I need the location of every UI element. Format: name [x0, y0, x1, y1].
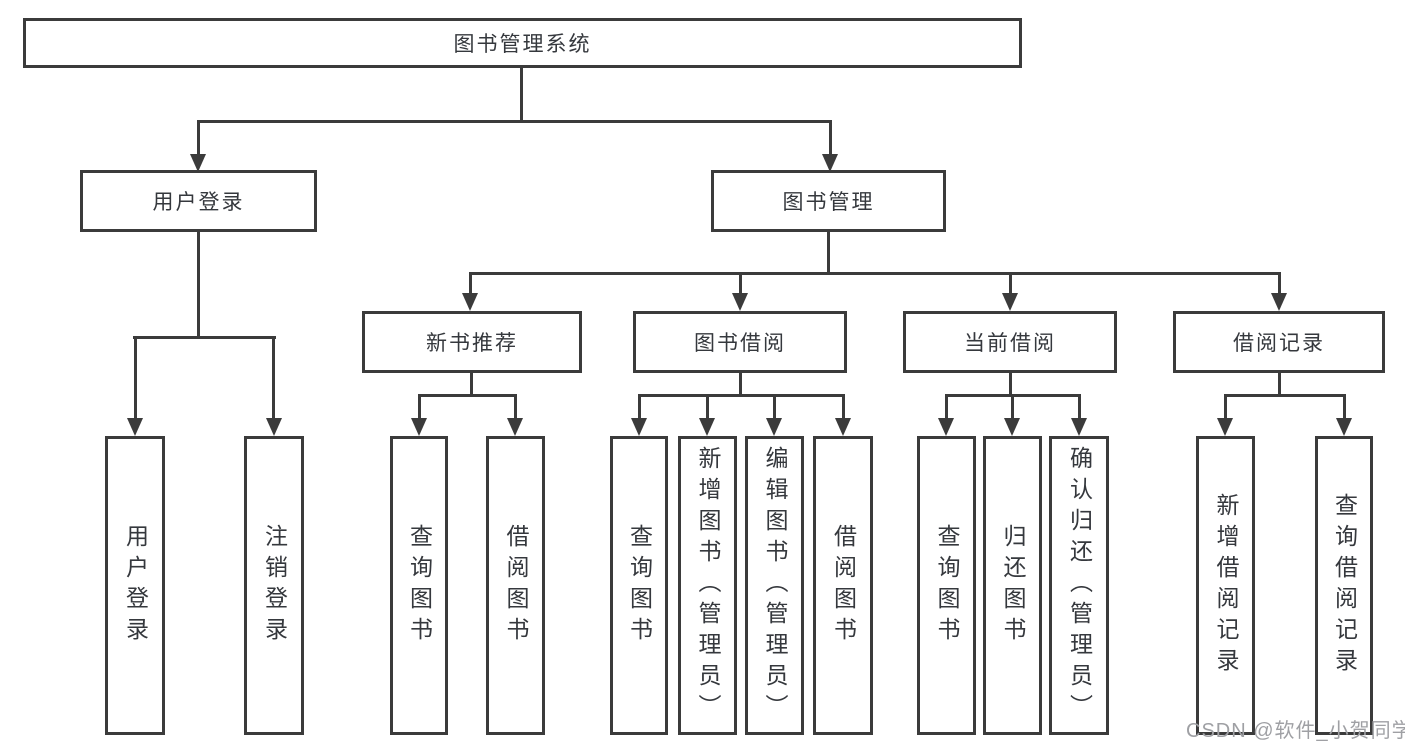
arrowhead-down-icon: [1071, 418, 1087, 436]
connector-line-v: [470, 373, 473, 397]
leaf-label: 查询图书: [626, 523, 653, 648]
connector-line-v: [1078, 394, 1081, 420]
node-new-book-recommend: 新书推荐: [362, 311, 582, 373]
connector-line-v: [272, 336, 275, 420]
node-new-book-recommend-label: 新书推荐: [426, 332, 518, 355]
leaf-records-query-record: 查询借阅记录: [1315, 436, 1373, 735]
connector-line-v: [197, 120, 200, 156]
connector-line-v: [1011, 394, 1014, 420]
node-borrow-records-label: 借阅记录: [1233, 332, 1325, 355]
connector-line-h: [1224, 394, 1345, 397]
leaf-label: 借阅图书: [503, 523, 529, 648]
connector-line-v: [1278, 272, 1281, 295]
leaf-current-return-books: 归还图书: [983, 436, 1042, 735]
leaf-label: 查询图书: [934, 523, 960, 648]
leaf-label: 查询图书: [406, 523, 433, 648]
arrowhead-down-icon: [190, 154, 206, 172]
arrowhead-down-icon: [822, 154, 838, 172]
node-current-borrow: 当前借阅: [903, 311, 1117, 373]
arrowhead-down-icon: [732, 293, 748, 311]
connector-line-h: [197, 120, 832, 123]
connector-line-v: [418, 394, 421, 420]
leaf-label: 归还图书: [1000, 523, 1026, 648]
node-root: 图书管理系统: [23, 18, 1022, 68]
arrowhead-down-icon: [699, 418, 715, 436]
csdn-watermark: CSDN @软件_小贺同学: [1186, 720, 1405, 742]
leaf-label: 注销登录: [261, 523, 288, 648]
connector-line-v: [827, 232, 830, 275]
connector-line-h: [418, 394, 517, 397]
arrowhead-down-icon: [1336, 418, 1352, 436]
connector-line-v: [514, 394, 517, 420]
connector-line-v: [638, 394, 641, 420]
connector-line-h: [638, 394, 844, 397]
arrowhead-down-icon: [1271, 293, 1287, 311]
arrowhead-down-icon: [1217, 418, 1233, 436]
leaf-label: 新增图书（管理员）: [695, 446, 721, 725]
arrowhead-down-icon: [462, 293, 478, 311]
connector-line-v: [520, 68, 523, 123]
leaf-borrow-add-books-admin: 新增图书（管理员）: [678, 436, 737, 735]
connector-line-v: [1009, 272, 1012, 295]
leaf-recommend-query-books: 查询图书: [390, 436, 448, 735]
node-book-mgmt: 图书管理: [711, 170, 946, 232]
node-root-label: 图书管理系统: [453, 33, 592, 56]
node-book-borrow-label: 图书借阅: [694, 332, 786, 355]
leaf-recommend-borrow-books: 借阅图书: [486, 436, 545, 735]
leaf-user-login: 用户登录: [105, 436, 165, 735]
arrowhead-down-icon: [266, 418, 282, 436]
connector-line-v: [1009, 373, 1012, 397]
node-user-login: 用户登录: [80, 170, 317, 232]
leaf-label: 借阅图书: [830, 523, 857, 648]
node-book-borrow: 图书借阅: [633, 311, 847, 373]
leaf-label: 编辑图书（管理员）: [762, 446, 788, 725]
arrowhead-down-icon: [507, 418, 523, 436]
arrowhead-down-icon: [1004, 418, 1020, 436]
arrowhead-down-icon: [766, 418, 782, 436]
arrowhead-down-icon: [835, 418, 851, 436]
connector-line-v: [739, 272, 742, 295]
leaf-label: 新增借阅记录: [1213, 492, 1239, 679]
leaf-borrow-edit-books-admin: 编辑图书（管理员）: [745, 436, 804, 735]
connector-line-h: [469, 272, 1281, 275]
leaf-label: 查询借阅记录: [1331, 492, 1358, 679]
connector-line-v: [197, 232, 200, 339]
connector-line-v: [945, 394, 948, 420]
node-borrow-records: 借阅记录: [1173, 311, 1385, 373]
leaf-borrow-query-books: 查询图书: [610, 436, 668, 735]
connector-line-v: [739, 373, 742, 397]
connector-line-v: [134, 336, 137, 420]
leaf-borrow-borrow-books: 借阅图书: [813, 436, 873, 735]
connector-line-v: [706, 394, 709, 420]
leaf-label: 确认归还（管理员）: [1066, 446, 1093, 725]
leaf-logout: 注销登录: [244, 436, 304, 735]
arrowhead-down-icon: [631, 418, 647, 436]
arrowhead-down-icon: [127, 418, 143, 436]
leaf-label: 用户登录: [122, 523, 149, 648]
node-book-mgmt-label: 图书管理: [782, 191, 875, 214]
node-user-login-label: 用户登录: [152, 191, 245, 214]
arrowhead-down-icon: [1002, 293, 1018, 311]
connector-line-v: [1343, 394, 1346, 420]
arrowhead-down-icon: [938, 418, 954, 436]
leaf-current-confirm-return-admin: 确认归还（管理员）: [1049, 436, 1109, 735]
connector-line-v: [829, 120, 832, 156]
arrowhead-down-icon: [411, 418, 427, 436]
connector-line-v: [1224, 394, 1227, 420]
leaf-current-query-books: 查询图书: [917, 436, 976, 735]
connector-line-v: [773, 394, 776, 420]
connector-line-v: [1278, 373, 1281, 397]
node-current-borrow-label: 当前借阅: [964, 332, 1056, 355]
connector-line-v: [469, 272, 472, 295]
leaf-records-add-record: 新增借阅记录: [1196, 436, 1255, 735]
connector-line-v: [842, 394, 845, 420]
connector-line-h: [133, 336, 276, 339]
